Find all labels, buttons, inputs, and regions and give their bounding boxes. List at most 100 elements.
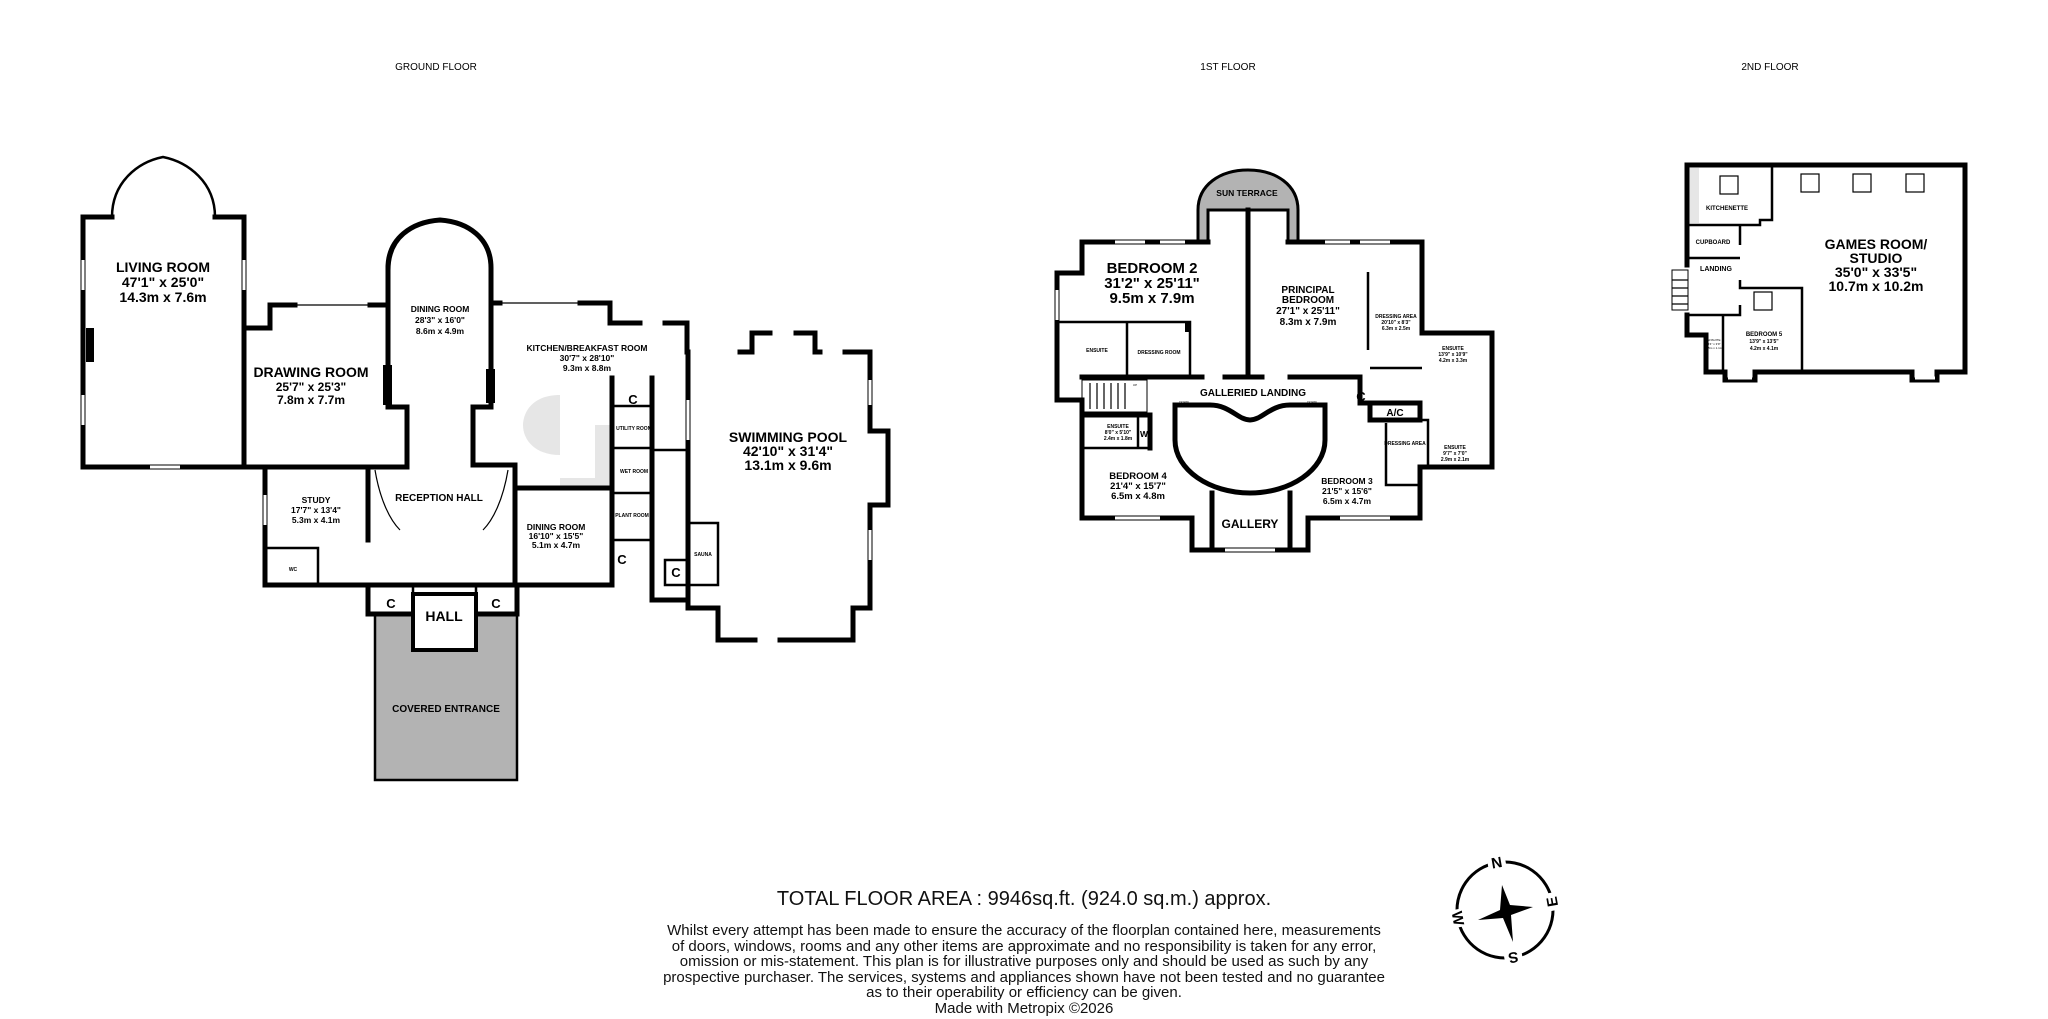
room-name: BEDROOM 5 bbox=[1746, 332, 1783, 338]
room-metric: 13.1m x 9.6m bbox=[744, 457, 831, 473]
room-metric: 6.5m x 4.7m bbox=[1323, 496, 1372, 506]
room-imperial: 16'10" x 15'5" bbox=[529, 531, 584, 541]
room-name: W bbox=[1140, 429, 1149, 439]
room-name: DRAWING ROOM bbox=[253, 364, 368, 380]
room-imperial: 8'4" x 3'9" bbox=[1707, 342, 1720, 346]
room-name: BEDROOM 2 bbox=[1107, 260, 1198, 277]
skylight-icons bbox=[1719, 173, 1925, 311]
second-floor-plan bbox=[1671, 162, 1968, 383]
room-metric: 7.8m x 7.7m bbox=[277, 393, 345, 407]
room-name: KITCHENETTE bbox=[1706, 206, 1748, 212]
room-name: KITCHEN/BREAKFAST ROOM bbox=[527, 343, 648, 353]
disclaimer-line: Whilst every attempt has been made to en… bbox=[667, 922, 1381, 939]
stair-label: DOWN bbox=[1179, 400, 1189, 404]
room-metric: 2.5m x 1.1m bbox=[1706, 346, 1723, 350]
room-name: UTILITY ROOM bbox=[616, 426, 652, 432]
disclaimer-line: prospective purchaser. The services, sys… bbox=[663, 968, 1385, 986]
room-imperial: 21'4" x 15'7" bbox=[1110, 481, 1166, 492]
room-name: BEDROOM 3 bbox=[1321, 476, 1373, 486]
room-imperial: 27'1" x 25'11" bbox=[1276, 306, 1340, 317]
room-name: BEDROOM 4 bbox=[1109, 471, 1167, 482]
room-imperial: 17'7" x 13'4" bbox=[291, 505, 341, 515]
room-metric: 4.2m x 3.3m bbox=[1439, 358, 1468, 364]
room-name: WC bbox=[289, 567, 298, 573]
room-imperial: 47'1" x 25'0" bbox=[122, 274, 204, 290]
room-imperial: 25'7" x 25'3" bbox=[276, 380, 346, 394]
cupboard-label: C bbox=[671, 565, 681, 580]
room-name: ENSUITE bbox=[1442, 346, 1464, 352]
room-imperial: 28'3" x 16'0" bbox=[415, 315, 465, 325]
room-name: BEDROOM bbox=[1282, 295, 1334, 306]
ground-floor-labels: LIVING ROOM 47'1" x 25'0" 14.3m x 7.6m D… bbox=[116, 259, 848, 715]
room-name: DINING ROOM bbox=[527, 522, 586, 532]
room-metric: 6.3m x 2.5m bbox=[1382, 326, 1411, 332]
room-name: SWIMMING POOL bbox=[729, 429, 848, 445]
compass-south: S bbox=[1507, 948, 1520, 966]
room-imperial: 21'5" x 15'6" bbox=[1322, 486, 1372, 496]
room-metric: 8.6m x 4.9m bbox=[416, 326, 465, 336]
first-floor-label: 1ST FLOOR bbox=[1200, 62, 1255, 73]
stair-label: UP bbox=[1133, 383, 1137, 387]
cupboard-label: C bbox=[491, 596, 501, 611]
ground-floor-plan bbox=[80, 155, 891, 782]
room-name: SUN TERRACE bbox=[1216, 188, 1278, 198]
room-name: ENSUITE bbox=[1444, 445, 1466, 451]
cupboard-label: C bbox=[386, 596, 396, 611]
total-floor-area: TOTAL FLOOR AREA : 9946sq.ft. (924.0 sq.… bbox=[776, 888, 1272, 910]
room-name: COVERED ENTRANCE bbox=[392, 704, 500, 715]
room-imperial: 42'10" x 31'4" bbox=[743, 443, 833, 459]
room-imperial: 35'0" x 33'5" bbox=[1835, 264, 1917, 280]
room-name: RECEPTION HALL bbox=[395, 493, 483, 504]
room-metric: 10.7m x 10.2m bbox=[1829, 278, 1924, 294]
room-name: STUDY bbox=[302, 495, 331, 505]
room-name: DRESSING ROOM bbox=[1137, 350, 1180, 356]
room-name: LIVING ROOM bbox=[116, 259, 210, 275]
room-name: ENSUITE bbox=[1107, 424, 1129, 430]
room-imperial: 30'7" x 28'10" bbox=[560, 353, 615, 363]
room-name: PLANT ROOM bbox=[615, 513, 649, 519]
room-name: WET ROOM bbox=[620, 469, 648, 475]
cupboard-label: C bbox=[1356, 389, 1366, 404]
credit: Made with Metropix ©2026 bbox=[934, 999, 1114, 1017]
room-name: DINING ROOM bbox=[411, 304, 470, 314]
stair-label: DOWN bbox=[1307, 400, 1317, 404]
room-metric: 14.3m x 7.6m bbox=[119, 289, 206, 305]
room-name: GALLERY bbox=[1222, 517, 1279, 531]
room-name: SAUNA bbox=[694, 552, 712, 558]
room-name: DRESSING AREA bbox=[1384, 441, 1426, 447]
first-floor-plan bbox=[1054, 168, 1495, 553]
disclaimer-line: of doors, windows, rooms and any other i… bbox=[671, 937, 1377, 955]
room-name: GAMES ROOM/ bbox=[1825, 236, 1928, 252]
room-imperial: 13'9" x 13'5" bbox=[1749, 339, 1779, 345]
cupboard-label: C bbox=[617, 552, 627, 567]
room-metric: 8.3m x 7.9m bbox=[1280, 317, 1337, 328]
room-name: STUDIO bbox=[1850, 250, 1903, 266]
room-metric: 5.3m x 4.1m bbox=[292, 515, 341, 525]
compass-west: W bbox=[1448, 910, 1467, 928]
room-name: A/C bbox=[1386, 408, 1403, 419]
ground-floor-label: GROUND FLOOR bbox=[395, 62, 477, 73]
compass-north: N bbox=[1490, 854, 1504, 873]
disclaimer-line: omission or mis-statement. This plan is … bbox=[679, 953, 1369, 970]
room-name: LANDING bbox=[1700, 266, 1732, 273]
room-name: HALL bbox=[425, 608, 463, 624]
disclaimer: Whilst every attempt has been made to en… bbox=[0, 923, 2048, 1016]
room-metric: 2.9m x 2.1m bbox=[1441, 457, 1470, 463]
disclaimer-line: as to their operability or efficiency ca… bbox=[866, 984, 1182, 1001]
second-floor-labels: GAMES ROOM/ STUDIO 35'0" x 33'5" 10.7m x… bbox=[1696, 206, 1928, 352]
room-name: CUPBOARD bbox=[1696, 240, 1731, 246]
room-metric: 9.3m x 8.8m bbox=[563, 363, 612, 373]
room-metric: 5.1m x 4.7m bbox=[532, 540, 581, 550]
room-metric: 9.5m x 7.9m bbox=[1109, 290, 1194, 307]
room-imperial: 20'10" x 8'3" bbox=[1381, 320, 1411, 326]
room-imperial: 13'9" x 10'9" bbox=[1438, 352, 1468, 358]
room-name: PRINCIPAL bbox=[1281, 285, 1334, 296]
first-floor-labels: BEDROOM 2 31'2" x 25'11" 9.5m x 7.9m PRI… bbox=[1086, 188, 1470, 531]
room-name: ENSUITE bbox=[1086, 348, 1108, 354]
compass-east: E bbox=[1544, 895, 1562, 908]
room-imperial: 9'7" x 7'0" bbox=[1443, 451, 1467, 457]
room-name: ENSUITE bbox=[1707, 338, 1720, 342]
room-metric: 2.4m x 1.8m bbox=[1104, 436, 1133, 442]
room-metric: 6.5m x 4.8m bbox=[1111, 491, 1165, 502]
